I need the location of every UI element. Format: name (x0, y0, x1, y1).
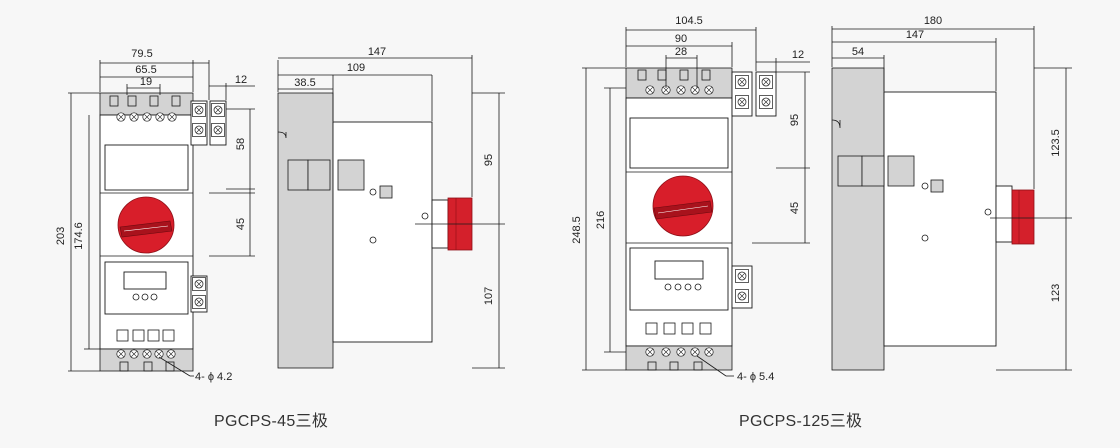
model1-side-107: 107 (483, 287, 495, 305)
model2-height-45: 45 (789, 202, 801, 214)
model2-caption: PGCPS-125三极 (739, 413, 863, 430)
model1-width-12: 12 (235, 74, 247, 86)
model1-height-58: 58 (235, 138, 247, 150)
model2-side-147: 147 (906, 29, 924, 41)
model1-height-203: 203 (55, 227, 67, 245)
model1-side-147: 147 (368, 46, 386, 58)
model1-height-174: 174.6 (73, 222, 85, 250)
model1-hole-label: 4- ϕ 4.2 (195, 371, 232, 383)
model2-height-248: 248.5 (571, 216, 583, 244)
model2-side-123a: 123.5 (1050, 129, 1062, 157)
model2-side-54: 54 (852, 46, 864, 58)
model2-width-104: 104.5 (675, 15, 703, 27)
model1-width-19: 19 (140, 76, 152, 88)
model2-red-handle (1011, 189, 1035, 245)
model2-width-90: 90 (675, 33, 687, 45)
rotary-knob-icon (652, 175, 714, 237)
model2-front-view: 104.5 90 28 12 248.5 216 95 45 4- ϕ 5.4 (571, 15, 810, 383)
model1-height-45: 45 (235, 218, 247, 230)
model2-side-123: 123 (1050, 284, 1062, 302)
model1-width-79: 79.5 (131, 48, 152, 60)
model2-hole-label: 4- ϕ 5.4 (737, 371, 774, 383)
model2-height-216: 216 (595, 211, 607, 229)
model1-side-95: 95 (483, 154, 495, 166)
model1-caption: PGCPS-45三极 (214, 413, 329, 430)
model2-side-view: 180 147 54 123.5 123 (831, 15, 1072, 371)
model2-side-180: 180 (924, 15, 942, 27)
model1-front-view: 79.5 65.5 19 12 203 174.6 58 45 4- ϕ 4.2 (55, 48, 255, 383)
model2-width-28: 28 (675, 46, 687, 58)
model2-height-95: 95 (789, 114, 801, 126)
model1-width-65: 65.5 (135, 64, 156, 76)
model2-width-12: 12 (792, 49, 804, 61)
model1-side-38: 38.5 (294, 77, 315, 89)
model1-side-view: 147 109 38.5 95 107 (277, 46, 505, 369)
rotary-knob-icon (117, 196, 175, 254)
model1-side-109: 109 (347, 62, 365, 74)
